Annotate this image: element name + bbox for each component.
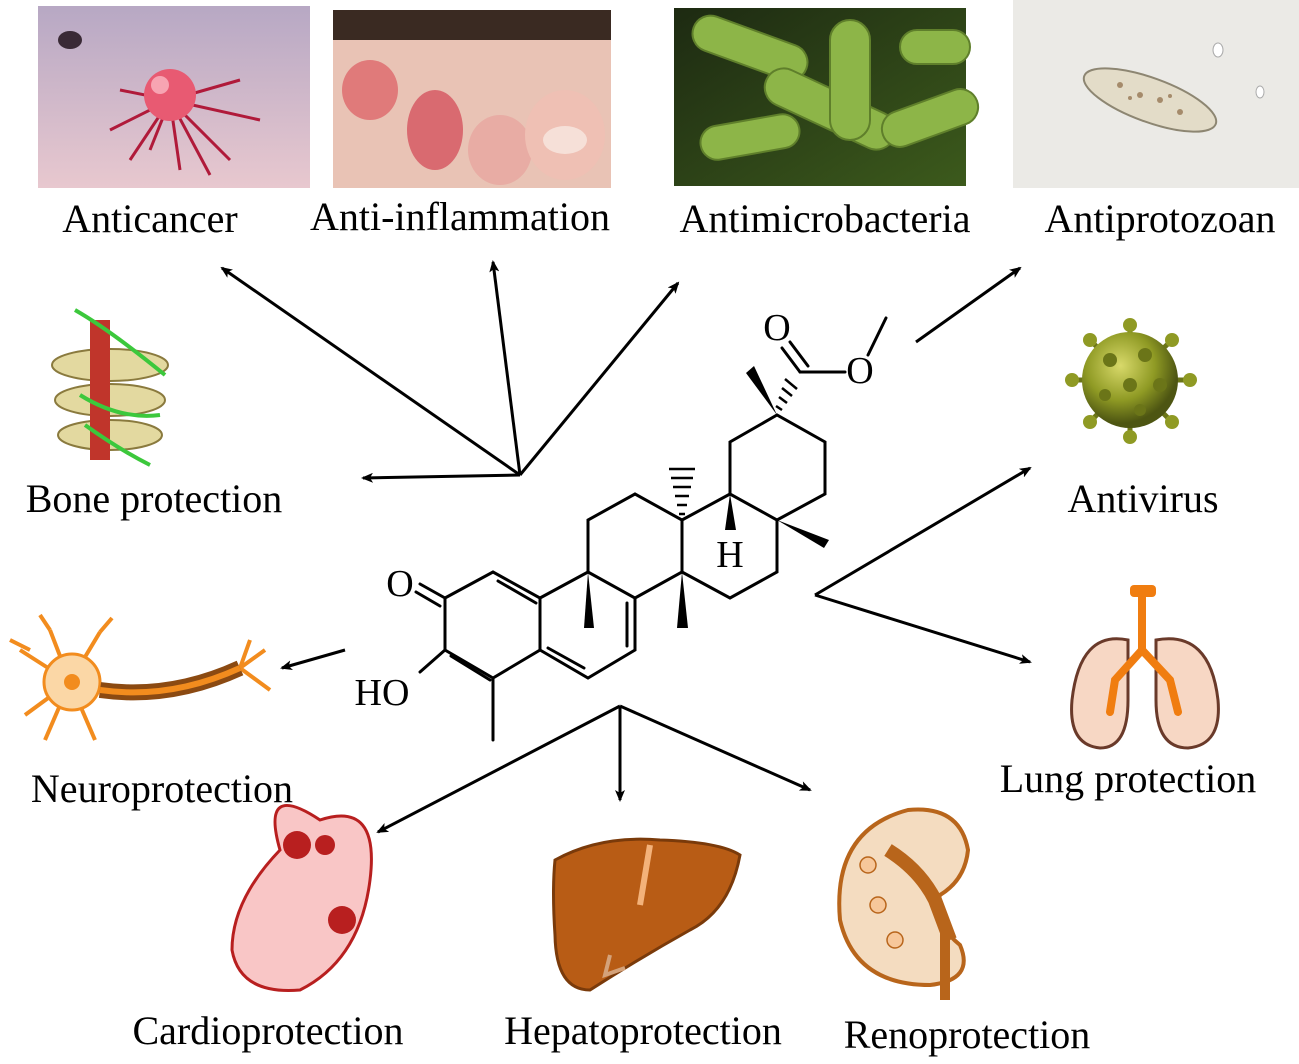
label-antivirus: Antivirus xyxy=(1067,476,1218,521)
molecule-structure: O HO O O H xyxy=(355,307,888,742)
label-renoprotection: Renoprotection xyxy=(844,1012,1091,1057)
liver-icon xyxy=(552,837,742,992)
arrow-to-renoprotection xyxy=(619,704,812,792)
arrow-to-antiprotozoan xyxy=(915,266,1022,344)
label-lung-protection: Lung protection xyxy=(1000,756,1257,801)
arrow-to-cardioprotection xyxy=(376,704,621,834)
arrow-to-anticancer xyxy=(220,266,521,477)
arrows xyxy=(220,260,1032,834)
cancer-cell-image xyxy=(38,6,310,188)
label-bone-protection: Bone protection xyxy=(26,476,283,521)
heart-icon xyxy=(230,803,373,992)
label-antiprotozoan: Antiprotozoan xyxy=(1044,196,1275,241)
label-anti-inflammation: Anti-inflammation xyxy=(310,194,610,239)
arrow-to-lung-protection xyxy=(814,593,1032,664)
arrow-to-neuroprotection xyxy=(280,648,346,671)
arrow-to-anti-inflammation xyxy=(489,260,522,476)
atom-hydroxyl: HO xyxy=(355,672,410,714)
kidney-icon xyxy=(837,807,971,1000)
label-neuroprotection: Neuroprotection xyxy=(31,766,293,811)
arrow-to-bone-protection xyxy=(361,472,521,483)
neuron-icon xyxy=(9,613,272,741)
label-cardioprotection: Cardioprotection xyxy=(132,1008,403,1053)
atom-hydrogen: H xyxy=(716,534,743,576)
protozoan-image xyxy=(1013,0,1299,188)
atom-carbonyl-oxygen: O xyxy=(763,307,790,349)
spine-icon xyxy=(51,308,169,467)
lungs-icon xyxy=(1070,585,1220,750)
arrow-to-antivirus xyxy=(814,466,1032,597)
atom-ketone-oxygen: O xyxy=(386,563,413,605)
label-hepatoprotection: Hepatoprotection xyxy=(504,1008,782,1053)
arrow-to-antimicrobacteria xyxy=(518,281,680,476)
atom-ester-oxygen: O xyxy=(846,350,873,392)
label-antimicrobacteria: Antimicrobacteria xyxy=(680,196,971,241)
inflamed-toes-image xyxy=(333,10,611,188)
label-anticancer: Anticancer xyxy=(62,196,237,241)
bacteria-image xyxy=(674,8,980,186)
virus-icon xyxy=(1065,318,1197,444)
